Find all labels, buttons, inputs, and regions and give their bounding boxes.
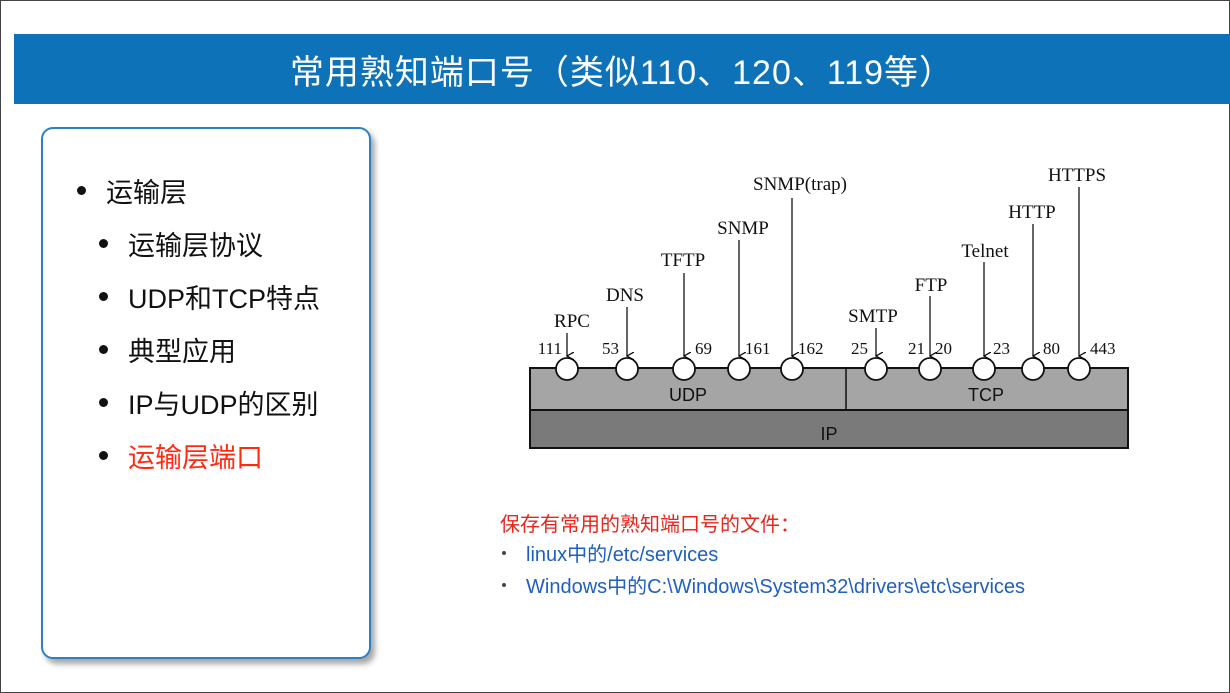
port-number-ftp-data: 20 xyxy=(935,339,952,358)
bullet-icon xyxy=(99,451,108,460)
port-circle-smtp xyxy=(864,357,888,381)
title-bar: 常用熟知端口号（类似110、120、119等） xyxy=(14,34,1230,104)
services-file-heading: 保存有常用的熟知端口号的文件： xyxy=(500,514,800,536)
outline-item-ip-vs-udp[interactable]: IP与UDP的区别 xyxy=(99,383,319,422)
port-number-snmp: 161 xyxy=(745,339,771,358)
services-file-path: Windows中的C:\Windows\System32\drivers\etc… xyxy=(526,576,1026,598)
port-circle-http xyxy=(1021,357,1045,381)
port-number-http: 80 xyxy=(1043,339,1060,358)
bullet-icon xyxy=(502,582,506,587)
protocol-label-rpc: RPC xyxy=(554,311,590,332)
services-file-windows: Windows中的C:\Windows\System32\drivers\etc… xyxy=(500,570,1025,599)
protocol-label-dns: DNS xyxy=(606,285,644,306)
port-circle-snmp xyxy=(727,357,751,381)
outline-item-typical-apps[interactable]: 典型应用 xyxy=(99,330,236,369)
port-diagram: UDP TCP IP RPC DNS TFTP SNMP SNMP(trap) … xyxy=(529,165,1129,449)
udp-layer-label: UDP xyxy=(669,385,707,405)
slide-title: 常用熟知端口号（类似110、120、119等） xyxy=(289,53,955,92)
port-circle-tftp xyxy=(672,357,696,381)
outline-item-label: 典型应用 xyxy=(128,337,236,367)
protocol-label-tftp: TFTP xyxy=(661,250,705,271)
port-number-snmp-trap: 162 xyxy=(798,339,824,358)
protocol-label-http: HTTP xyxy=(1008,202,1056,223)
outline-item-label: 运输层协议 xyxy=(128,231,263,261)
bullet-icon xyxy=(99,239,108,248)
port-circle-dns xyxy=(615,357,639,381)
port-number-https: 443 xyxy=(1090,339,1116,358)
outline-item-label: 运输层 xyxy=(106,178,187,208)
port-circle-snmp-trap xyxy=(780,357,804,381)
tcp-layer-label: TCP xyxy=(968,385,1004,405)
port-circle-rpc xyxy=(555,357,579,381)
port-circle-telnet xyxy=(972,357,996,381)
port-number-tftp: 69 xyxy=(695,339,712,358)
port-number-dns: 53 xyxy=(602,339,619,358)
outline-item-label: 运输层端口 xyxy=(128,443,263,473)
ip-layer-bar xyxy=(529,409,1129,449)
bullet-icon xyxy=(99,398,108,407)
bullet-icon xyxy=(99,345,108,354)
bullet-icon xyxy=(99,292,108,301)
protocol-label-telnet: Telnet xyxy=(961,241,1009,262)
outline-item-label: IP与UDP的区别 xyxy=(128,390,319,420)
protocol-label-ftp: FTP xyxy=(915,275,948,296)
protocol-label-https: HTTPS xyxy=(1048,165,1106,186)
port-number-rpc: 111 xyxy=(538,339,562,358)
protocol-label-snmp: SNMP xyxy=(717,218,769,239)
protocol-label-smtp: SMTP xyxy=(848,306,898,327)
outline-item-label: UDP和TCP特点 xyxy=(128,284,321,314)
outline-item-transport-layer[interactable]: 运输层 xyxy=(77,171,187,210)
port-circle-https xyxy=(1067,357,1091,381)
port-arrows xyxy=(567,187,1079,356)
bullet-icon xyxy=(502,550,506,555)
protocol-label-snmp-trap: SNMP(trap) xyxy=(753,174,847,195)
port-number-smtp: 25 xyxy=(851,339,868,358)
port-number-ftp-control: 21 xyxy=(908,339,925,358)
outline-item-transport-protocols[interactable]: 运输层协议 xyxy=(99,224,263,263)
port-number-telnet: 23 xyxy=(993,339,1010,358)
bullet-icon xyxy=(77,186,86,195)
outline-item-udp-tcp-features[interactable]: UDP和TCP特点 xyxy=(99,277,320,316)
services-file-path: linux中的/etc/services xyxy=(526,544,719,566)
ip-layer-label: IP xyxy=(820,424,837,444)
outline-item-transport-ports[interactable]: 运输层端口 xyxy=(99,436,263,475)
services-file-linux: linux中的/etc/services xyxy=(500,538,718,567)
port-circle-ftp xyxy=(918,357,942,381)
outline-panel xyxy=(41,127,371,659)
